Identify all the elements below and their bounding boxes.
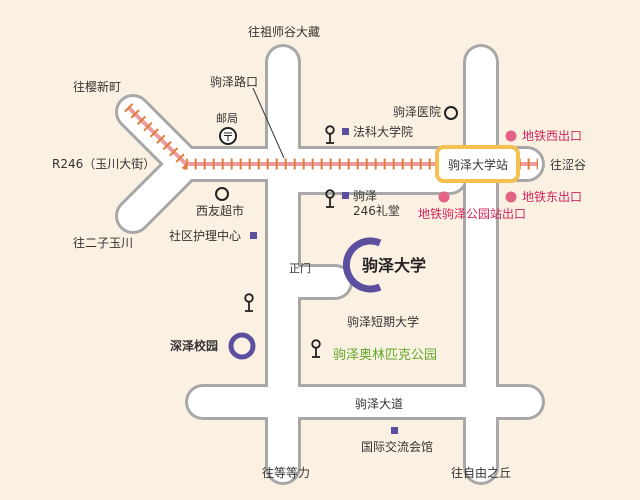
bus-stop-icon xyxy=(311,339,321,358)
station-label: 驹泽大学站 xyxy=(448,158,509,172)
station-box xyxy=(435,145,520,183)
bus-stop-icon xyxy=(325,189,335,208)
komazawa-avenue-label: 驹泽大道 xyxy=(355,397,404,411)
junior-college-label: 驹泽短期大学 xyxy=(347,315,420,329)
hall-246-square xyxy=(342,192,349,199)
komazawa-intersection-label: 驹泽路口 xyxy=(210,75,259,89)
exit-park-dot xyxy=(438,191,450,203)
exit-east-label: 地铁东出口 xyxy=(522,190,583,204)
post-office-label: 邮局 xyxy=(216,112,238,125)
landmark-circles xyxy=(215,106,458,360)
railway xyxy=(124,103,538,170)
r246-label: R246（玉川大街） xyxy=(52,157,156,171)
to-shibuya-label: 往涩谷 xyxy=(550,158,587,172)
rail-ticks xyxy=(124,103,538,170)
roads xyxy=(115,44,545,485)
seiyu-circle xyxy=(215,187,229,201)
subway-exit-dots xyxy=(438,130,517,203)
fukasawa-campus-label: 深泽校园 xyxy=(170,339,219,353)
main-gate-label: 正门 xyxy=(289,262,311,275)
post-office-icon: 〒 xyxy=(222,130,234,144)
bus-stop-icons xyxy=(244,125,335,358)
law-school-label: 法科大学院 xyxy=(353,125,414,139)
international-hall-label: 国际交流会馆 xyxy=(361,440,434,454)
to-jiyugaoka-label: 往自由之丘 xyxy=(451,466,512,480)
bus-stop-icon xyxy=(244,293,254,312)
to-sosigaya-label: 往祖师谷大藏 xyxy=(248,25,321,39)
olympic-park-label: 驹泽奥林匹克公园 xyxy=(333,348,438,363)
post-office-circle xyxy=(219,127,237,145)
international-hall-square xyxy=(391,427,398,434)
community-center-square xyxy=(250,232,257,239)
hall-246-line2-label: 246礼堂 xyxy=(353,204,400,218)
community-center-label: 社区护理中心 xyxy=(169,229,242,243)
komazawa-intersection-leader xyxy=(252,87,285,159)
fukasawa-campus-ring xyxy=(228,332,256,360)
facility-squares xyxy=(250,128,398,434)
to-sakurashinmachi-label: 往樱新町 xyxy=(73,80,122,94)
exit-park-label: 地铁驹泽公园站出口 xyxy=(418,207,527,221)
hall-246-line1-label: 驹泽 xyxy=(353,189,378,203)
exit-east-dot xyxy=(505,191,517,203)
seiyu-label: 西友超市 xyxy=(196,204,245,218)
hospital-label: 驹泽医院 xyxy=(393,105,442,119)
to-todoroki-label: 往等等力 xyxy=(262,466,311,480)
to-futakotamagawa-label: 往二子玉川 xyxy=(73,236,134,250)
law-school-square xyxy=(342,128,349,135)
exit-west-label: 地铁西出口 xyxy=(522,129,583,143)
hospital-circle xyxy=(444,106,458,120)
exit-west-dot xyxy=(505,130,517,142)
bus-stop-icon xyxy=(325,125,335,144)
komazawa-university-ring xyxy=(342,237,382,293)
komazawa-university-label: 驹泽大学 xyxy=(362,256,427,275)
